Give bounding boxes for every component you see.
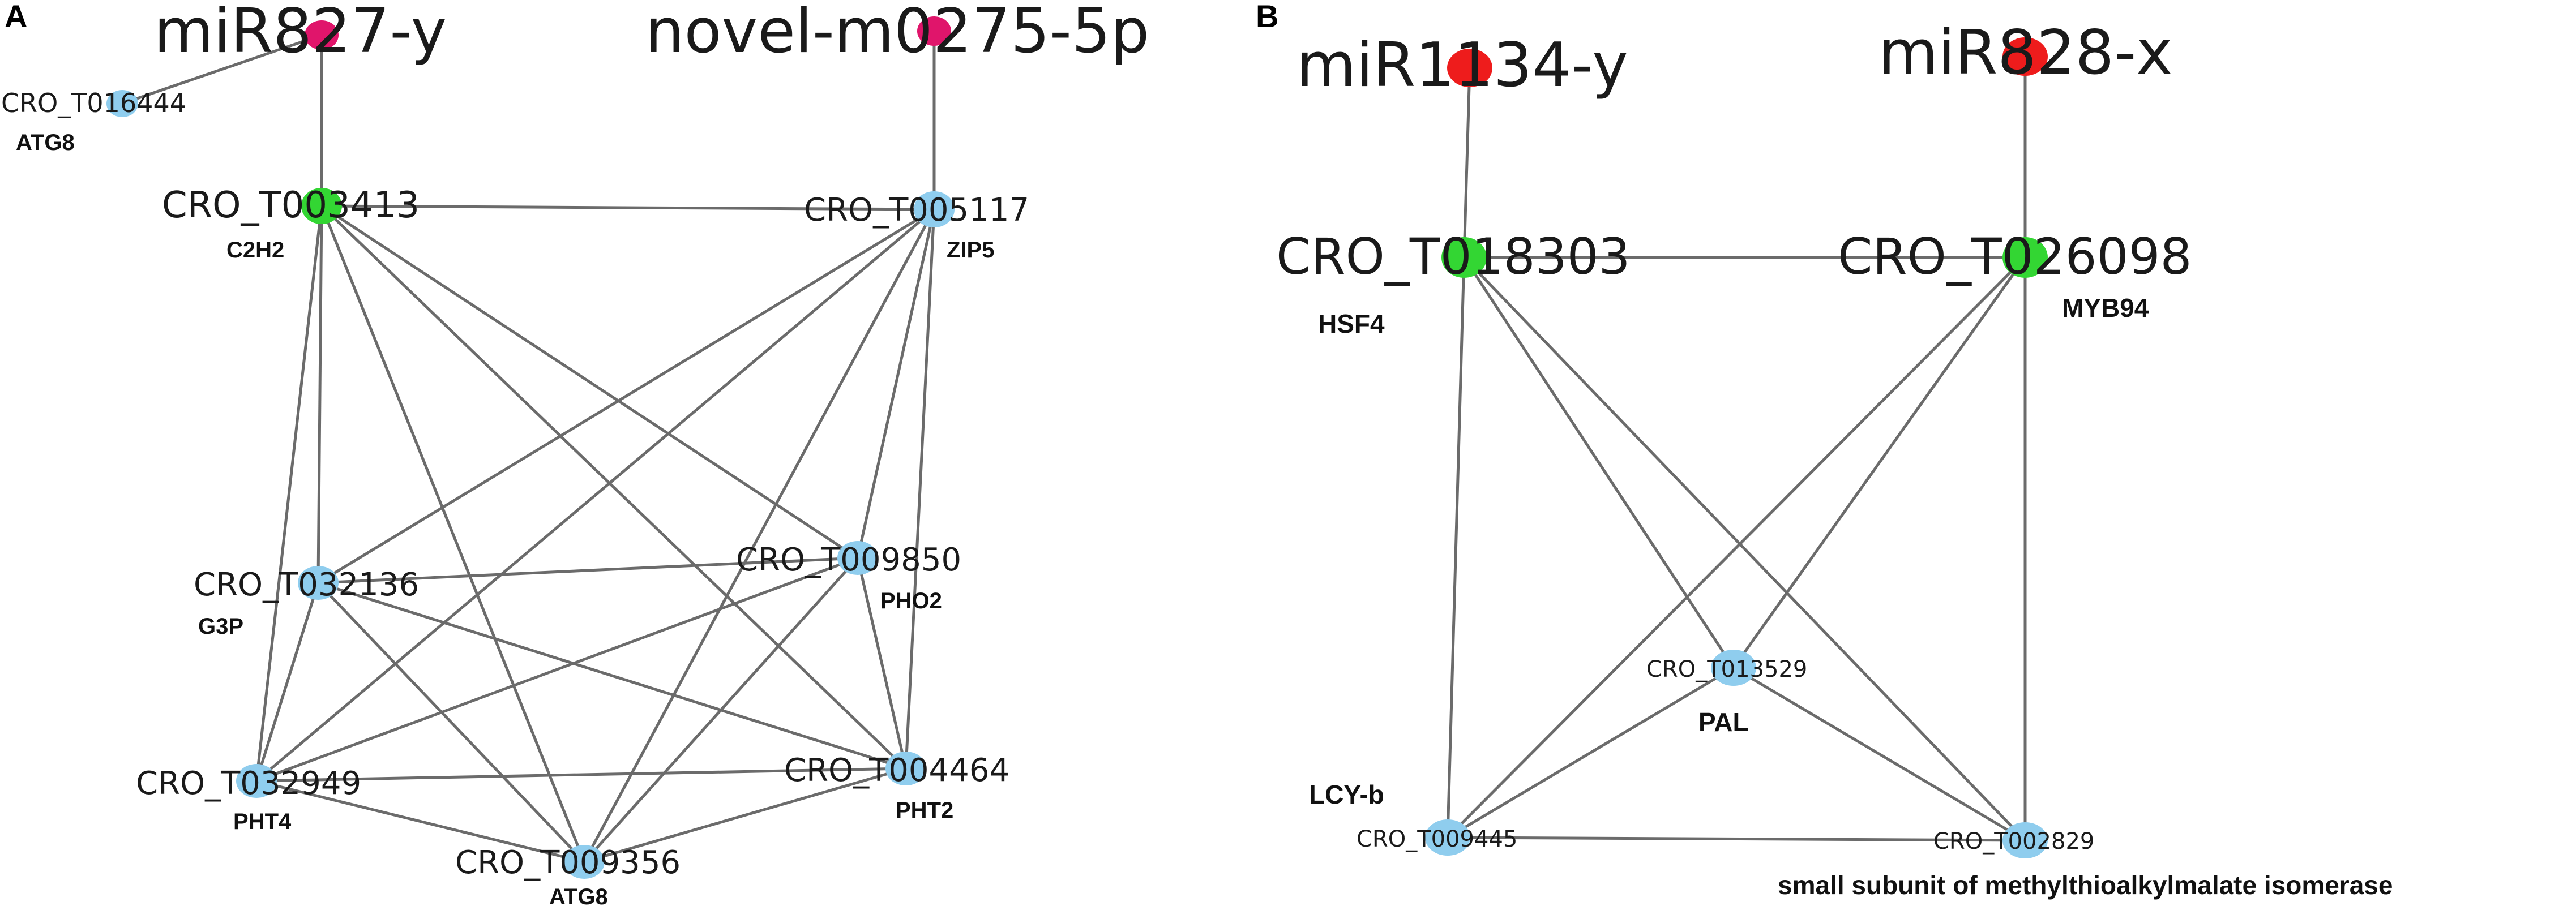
- node-label-b-t013529: CRO_T013529: [1646, 656, 1807, 682]
- edge-b-t026098-t009445: [1447, 256, 2026, 839]
- node-label-a-mir827: miR827-y: [154, 0, 447, 67]
- panel-a-letter: A: [5, 0, 27, 34]
- node-a-mir827: [305, 20, 339, 50]
- edge-b-t013529-t009445: [1447, 666, 1735, 839]
- node-a-t005117: [914, 191, 955, 227]
- edge-b-mir1134-t018303: [1462, 67, 1471, 258]
- gene-annotation-a-t003413: C2H2: [226, 238, 284, 263]
- gene-annotation-a-t004464: PHT2: [896, 798, 953, 823]
- node-label-a-t032949: CRO_T032949: [136, 765, 361, 802]
- edge-a-t032949-t004464: [256, 767, 906, 783]
- node-label-a-t009356: CRO_T009356: [455, 844, 681, 881]
- node-label-b-t002829: CRO_T002829: [1933, 828, 2094, 855]
- edge-b-t009445-t002829: [1447, 836, 2026, 842]
- edge-a-t003413-t009356: [320, 205, 586, 862]
- node-b-t009445: [1425, 819, 1470, 856]
- edge-a-t005117-t009356: [583, 208, 936, 863]
- edge-b-t013529-t002829: [1732, 666, 2026, 842]
- gene-annotation-b-t026098: MYB94: [2062, 293, 2149, 323]
- edge-a-t009850-t009356: [583, 557, 859, 863]
- edge-a-t003413-t032136: [316, 205, 323, 583]
- edge-a-t005117-t004464: [904, 209, 936, 769]
- node-a-t009850: [837, 541, 878, 575]
- edge-a-t032136-t004464: [318, 581, 906, 770]
- node-a-t009356: [564, 845, 605, 879]
- node-label-b-mir1134: miR1134-y: [1296, 30, 1628, 101]
- edge-b-t018303-t013529: [1462, 256, 1735, 669]
- edge-a-t009850-t032949: [256, 556, 858, 783]
- node-b-t018303: [1441, 237, 1487, 278]
- edge-b-t018303-t002829: [1463, 256, 2026, 841]
- edge-a-t003413-t009850: [320, 204, 859, 560]
- panel-b-letter: B: [1256, 0, 1278, 34]
- edges-layer: [122, 31, 2027, 864]
- edge-a-t005117-t032136: [317, 208, 935, 585]
- node-label-a-t009850: CRO_T009850: [736, 542, 961, 578]
- node-label-a-m0275: novel-m0275-5p: [645, 0, 1149, 67]
- edge-b-t026098-t013529: [1732, 256, 2027, 669]
- edge-a-t032136-t032949: [255, 582, 320, 782]
- gene-annotation-a-t016444: ATG8: [16, 130, 75, 155]
- node-label-a-t004464: CRO_T004464: [784, 752, 1009, 789]
- edge-a-t032949-t009356: [256, 779, 585, 864]
- node-label-b-t026098: CRO_T026098: [1838, 227, 2192, 286]
- edge-a-t032136-t009850: [318, 556, 858, 585]
- gene-annotation-a-t009356: ATG8: [549, 884, 608, 906]
- edge-a-t003413-t005117: [321, 204, 935, 211]
- node-b-mir1134: [1447, 49, 1492, 87]
- edge-a-t003413-t004464: [320, 205, 907, 770]
- node-label-a-t003413: CRO_T003413: [162, 184, 420, 226]
- gene-annotation-b-t009445: LCY-b: [1309, 780, 1384, 809]
- edge-a-t009850-t004464: [856, 557, 908, 769]
- node-a-m0275: [917, 16, 951, 46]
- node-a-t032136: [298, 566, 339, 600]
- edge-a-t005117-t009850: [856, 209, 936, 559]
- edge-a-t004464-t009356: [584, 767, 906, 864]
- gene-annotation-a-t005117: ZIP5: [947, 238, 994, 263]
- node-a-t032949: [236, 764, 277, 798]
- node-label-a-t032136: CRO_T032136: [194, 566, 419, 603]
- node-label-a-t005117: CRO_T005117: [804, 192, 1029, 229]
- edge-a-mir827-t016444: [122, 33, 322, 105]
- node-label-a-t016444: CRO_T016444: [1, 88, 186, 118]
- node-label-b-t018303: CRO_T018303: [1276, 227, 1631, 286]
- node-b-mir828: [2002, 37, 2048, 76]
- node-a-t016444: [106, 90, 138, 117]
- edge-b-t018303-t009445: [1446, 257, 1466, 838]
- gene-annotation-b-t002829: small subunit of methylthioalkylmalate i…: [1778, 870, 2393, 900]
- edge-a-t032136-t009356: [317, 582, 585, 863]
- node-a-t003413: [301, 188, 342, 224]
- node-label-b-t009445: CRO_T009445: [1357, 826, 1517, 852]
- node-b-t002829: [2002, 822, 2048, 858]
- edge-a-t005117-t032949: [255, 208, 935, 782]
- gene-annotation-b-t018303: HSF4: [1318, 309, 1385, 338]
- gene-annotation-b-t013529: PAL: [1698, 707, 1749, 737]
- gene-annotation-a-t009850: PHO2: [880, 589, 942, 613]
- nodes-layer: [106, 16, 2048, 879]
- gene-annotation-a-t032136: G3P: [198, 614, 243, 639]
- gene-annotation-a-t032949: PHT4: [233, 809, 292, 834]
- node-b-t026098: [2002, 237, 2048, 278]
- edge-a-t003413-t032949: [255, 205, 323, 782]
- node-a-t004464: [885, 752, 926, 785]
- node-label-b-mir828: miR828-x: [1878, 18, 2172, 88]
- node-b-t013529: [1711, 650, 1756, 686]
